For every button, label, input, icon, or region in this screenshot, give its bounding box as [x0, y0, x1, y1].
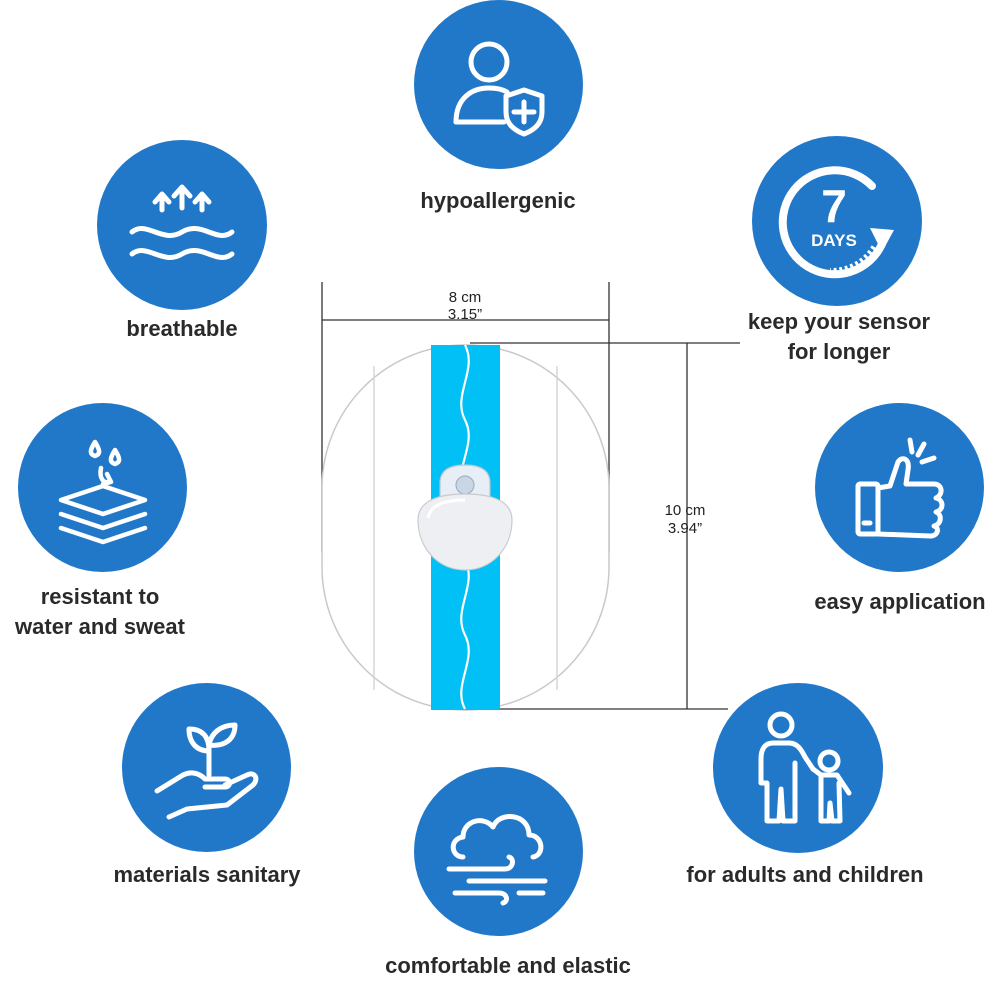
keep-sensor-label-line1: keep your sensor	[747, 309, 931, 334]
resistant-circle	[18, 403, 187, 572]
width-metric-label: 8 cm	[448, 289, 482, 306]
waves-arrows-up-icon	[129, 184, 235, 260]
comfortable-label: comfortable and elastic	[385, 953, 631, 978]
height-imperial-label: 3.94”	[667, 520, 703, 537]
keep-sensor-label-line2: for longer	[787, 339, 891, 364]
breathable-label: breathable	[126, 316, 238, 341]
water-drops-layers-icon	[58, 439, 147, 544]
sensor-device	[417, 464, 513, 571]
easy-application-label: easy application	[814, 589, 986, 614]
hypoallergenic-label: hypoallergenic	[420, 188, 576, 213]
hypoallergenic-circle	[414, 0, 583, 169]
resistant-label-line1: resistant to	[40, 584, 160, 609]
materials-sanitary-circle	[122, 683, 291, 852]
hand-plant-icon	[154, 722, 258, 819]
thumbs-up-icon	[855, 437, 944, 538]
7-days-icon: 7 DAYS	[778, 166, 894, 279]
resistant-label-line2: water and sweat	[15, 614, 185, 639]
comfortable-circle	[414, 767, 583, 936]
width-imperial-label: 3.15”	[447, 306, 483, 323]
person-shield-plus-icon	[453, 41, 544, 136]
adult-child-icon	[758, 711, 852, 824]
keep-sensor-circle: 7 DAYS	[752, 136, 922, 306]
breathable-circle	[97, 140, 267, 310]
cloud-wind-icon	[446, 813, 547, 905]
height-metric-label: 10 cm	[664, 502, 706, 519]
adults-children-circle	[713, 683, 883, 853]
easy-application-circle	[815, 403, 984, 572]
badge-number: 7	[821, 180, 847, 232]
materials-sanitary-label: materials sanitary	[113, 862, 301, 887]
badge-days-text: DAYS	[811, 231, 857, 250]
adults-children-label: for adults and children	[686, 862, 924, 887]
